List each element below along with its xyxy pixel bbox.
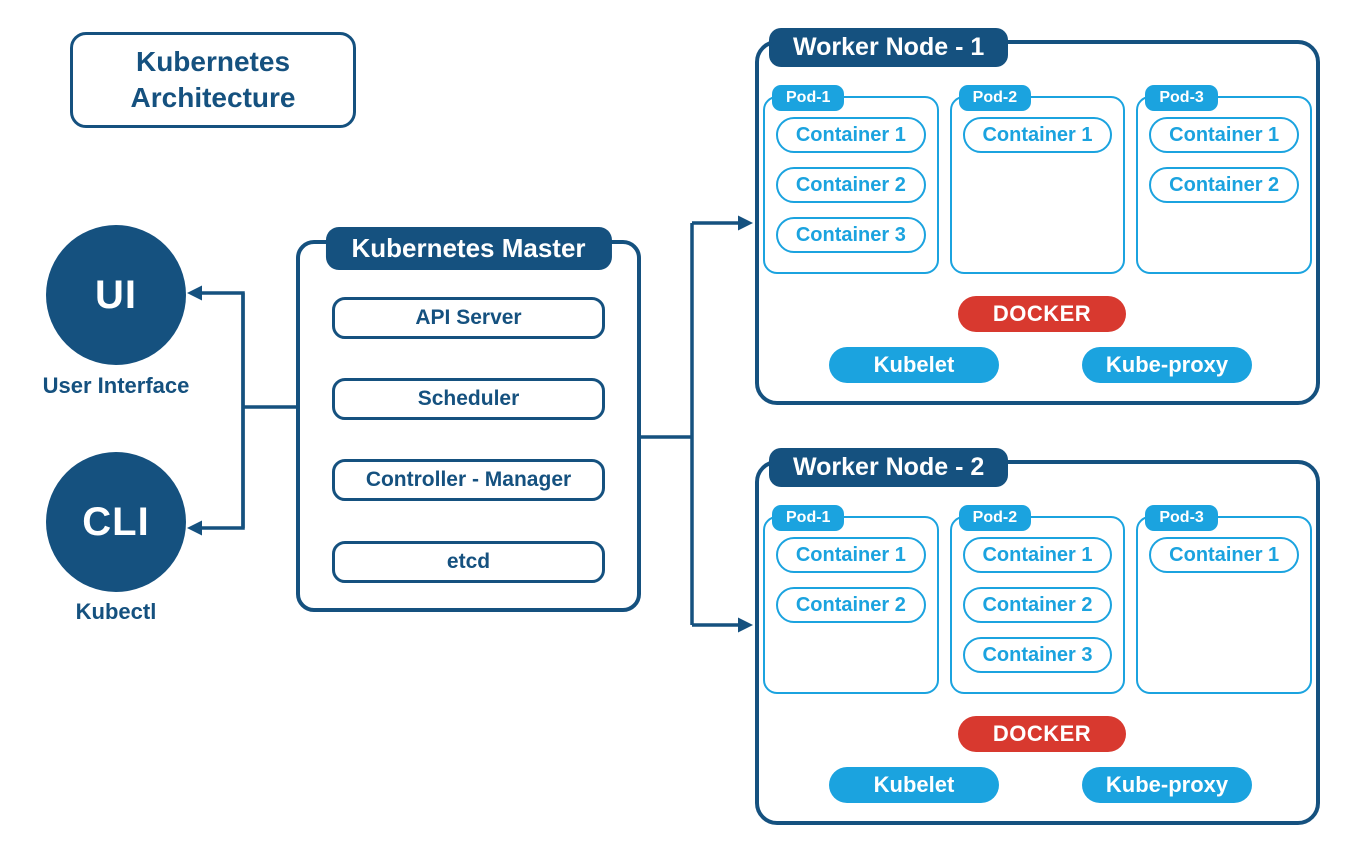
container-pill: Container 1 [1149, 117, 1300, 153]
kubernetes-master-box: Kubernetes Master API Server Scheduler C… [296, 227, 641, 612]
container-pill: Container 1 [776, 537, 926, 573]
pod-box: Pod-1 Container 1 Container 2 [763, 505, 939, 694]
container-pill: Container 3 [962, 637, 1113, 673]
kubelet-badge: Kubelet [829, 347, 999, 383]
pod-box: Pod-1 Container 1 Container 2 Container … [763, 85, 939, 274]
container-list: Container 1 [962, 117, 1113, 153]
docker-runtime-badge: DOCKER [958, 296, 1126, 332]
worker-node-1-title: Worker Node - 1 [769, 28, 1009, 67]
pod-name-tab: Pod-1 [772, 85, 845, 111]
container-list: Container 1 Container 2 [776, 537, 926, 623]
worker-node-2-pods: Pod-1 Container 1 Container 2 Pod-2 Cont… [763, 505, 1313, 694]
arrowhead-worker-2 [738, 617, 753, 633]
pod-name-tab: Pod-3 [1145, 505, 1218, 531]
pod-box: Pod-2 Container 1 Container 2 Container … [949, 505, 1126, 694]
container-list: Container 1 Container 2 [1149, 117, 1300, 203]
master-component-api-server: API Server [332, 297, 605, 339]
container-pill: Container 1 [1149, 537, 1300, 573]
container-pill: Container 1 [776, 117, 926, 153]
container-list: Container 1 Container 2 Container 3 [776, 117, 926, 253]
container-list: Container 1 Container 2 Container 3 [962, 537, 1113, 673]
container-list: Container 1 [1149, 537, 1300, 573]
kubernetes-master-title: Kubernetes Master [325, 227, 612, 270]
container-pill: Container 2 [1149, 167, 1300, 203]
kubelet-badge: Kubelet [829, 767, 999, 803]
pod-box: Pod-2 Container 1 [949, 85, 1126, 274]
arrowhead-cli [187, 520, 202, 536]
container-pill: Container 2 [776, 587, 926, 623]
diagram-title: Kubernetes Architecture [70, 32, 356, 128]
worker-node-1-box: Worker Node - 1 Pod-1 Container 1 Contai… [755, 28, 1320, 405]
master-component-controller-manager: Controller - Manager [332, 459, 605, 501]
pod-name-tab: Pod-1 [772, 505, 845, 531]
kube-proxy-badge: Kube-proxy [1082, 347, 1252, 383]
ui-client-label: User Interface [42, 373, 190, 398]
container-pill: Container 1 [962, 537, 1113, 573]
master-component-etcd: etcd [332, 541, 605, 583]
pod-name-tab: Pod-3 [1145, 85, 1218, 111]
kube-proxy-badge: Kube-proxy [1082, 767, 1252, 803]
container-pill: Container 3 [776, 217, 926, 253]
cli-client-label: Kubectl [75, 599, 157, 624]
worker-node-2-box: Worker Node - 2 Pod-1 Container 1 Contai… [755, 448, 1320, 825]
container-pill: Container 1 [962, 117, 1113, 153]
docker-runtime-badge: DOCKER [958, 716, 1126, 752]
cli-client-circle: CLI [46, 452, 186, 592]
connector-master-to-cli [201, 293, 245, 530]
ui-client-circle: UI [46, 225, 186, 365]
connector-master-to-ui [201, 291, 245, 528]
pod-box: Pod-3 Container 1 Container 2 [1136, 85, 1313, 274]
pod-name-tab: Pod-2 [958, 505, 1032, 531]
pod-box: Pod-3 Container 1 [1136, 505, 1313, 694]
pod-name-tab: Pod-2 [958, 85, 1032, 111]
master-component-scheduler: Scheduler [332, 378, 605, 420]
worker-node-1-pods: Pod-1 Container 1 Container 2 Container … [763, 85, 1313, 274]
arrowhead-worker-1 [738, 215, 753, 231]
arrowhead-ui [187, 285, 202, 301]
container-pill: Container 2 [962, 587, 1113, 623]
worker-node-2-title: Worker Node - 2 [769, 448, 1009, 487]
container-pill: Container 2 [776, 167, 926, 203]
